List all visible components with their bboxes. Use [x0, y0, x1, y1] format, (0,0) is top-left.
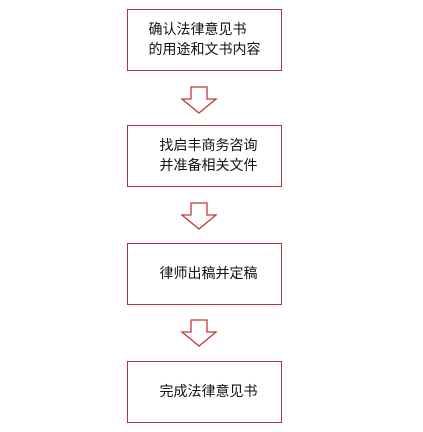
step-label: 完成法律意见书 [152, 382, 258, 402]
step-box-find-consultant: 找启丰商务咨询 并准备相关文件 [127, 125, 282, 187]
step-label: 确认法律意见书 的用途和文书内容 [149, 20, 261, 60]
step-label-line: 确认法律意见书 [148, 22, 247, 38]
step-label-line: 的用途和文书内容 [148, 42, 261, 58]
step-label: 找启丰商务咨询 并准备相关文件 [152, 136, 258, 176]
step-label: 律师出稿并定稿 [152, 264, 258, 284]
step-box-lawyer-draft: 律师出稿并定稿 [127, 243, 282, 305]
step-box-confirm-purpose: 确认法律意见书 的用途和文书内容 [127, 9, 282, 71]
step-label-line: 并准备相关文件 [159, 158, 258, 174]
step-label-line: 完成法律意见书 [159, 384, 258, 400]
down-arrow-icon [180, 86, 218, 114]
step-label-line: 找启丰商务咨询 [159, 138, 258, 154]
down-arrow-icon [180, 202, 218, 230]
down-arrow-icon [180, 319, 218, 347]
step-box-complete-opinion: 完成法律意见书 [127, 361, 282, 423]
step-label-line: 律师出稿并定稿 [159, 266, 258, 282]
